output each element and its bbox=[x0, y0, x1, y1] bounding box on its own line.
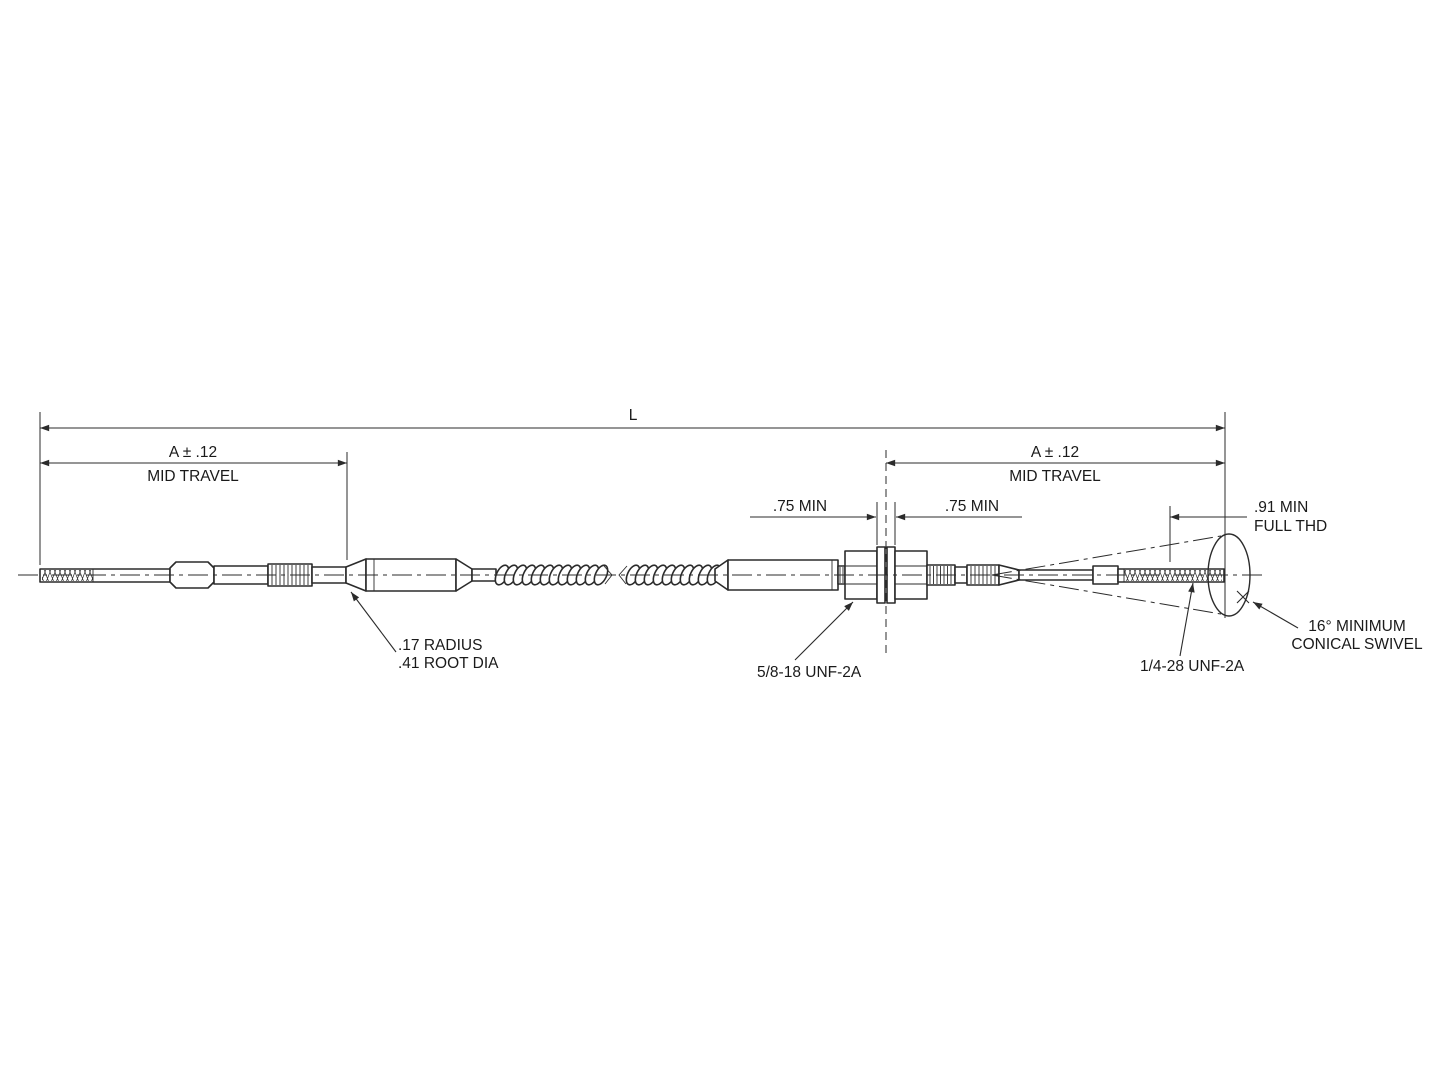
dimension-annotations: L A ± .12 MID TRAVEL A ± .12 MID TRAVEL … bbox=[39, 407, 1327, 656]
dimension-overall-length: L bbox=[40, 407, 1225, 432]
callout-annotations: .17 RADIUS .41 ROOT DIA 5/8-18 UNF-2A 1/… bbox=[350, 582, 1423, 681]
callout-rod-thread-label: 1/4-28 UNF-2A bbox=[1140, 658, 1245, 675]
dimension-travel-left: A ± .12 MID TRAVEL bbox=[40, 444, 347, 485]
callout-swivel: 16° MINIMUM CONICAL SWIVEL bbox=[1252, 601, 1423, 653]
callout-bulkhead-thread-label: 5/8-18 UNF-2A bbox=[757, 664, 862, 681]
dimension-full-thread: .91 MIN FULL THD bbox=[1170, 499, 1327, 535]
dimension-panel-left: .75 MIN bbox=[750, 498, 876, 521]
dim-full-thread-note: FULL THD bbox=[1254, 518, 1327, 535]
dimension-panel-right: .75 MIN bbox=[896, 498, 1022, 521]
callout-radius-line2: .41 ROOT DIA bbox=[398, 655, 499, 672]
callout-rod-thread: 1/4-28 UNF-2A bbox=[1140, 582, 1245, 675]
dimension-travel-right: A ± .12 MID TRAVEL bbox=[886, 444, 1225, 485]
swivel-x-mark bbox=[1236, 590, 1250, 604]
callout-swivel-line1: 16° MINIMUM bbox=[1308, 618, 1405, 635]
dim-travel-right-note: MID TRAVEL bbox=[1009, 468, 1101, 485]
dim-travel-left-note: MID TRAVEL bbox=[147, 468, 239, 485]
dim-l-label: L bbox=[629, 407, 638, 424]
dim-panel-left-label: .75 MIN bbox=[773, 498, 827, 515]
dim-panel-right-label: .75 MIN bbox=[945, 498, 999, 515]
callout-bulkhead-thread: 5/8-18 UNF-2A bbox=[757, 601, 862, 681]
dim-travel-left-value: A ± .12 bbox=[169, 444, 217, 461]
callout-swivel-line2: CONICAL SWIVEL bbox=[1291, 636, 1423, 653]
dim-travel-right-value: A ± .12 bbox=[1031, 444, 1079, 461]
dim-full-thread-value: .91 MIN bbox=[1254, 499, 1308, 516]
callout-radius: .17 RADIUS .41 ROOT DIA bbox=[350, 591, 499, 672]
callout-radius-line1: .17 RADIUS bbox=[398, 637, 482, 654]
